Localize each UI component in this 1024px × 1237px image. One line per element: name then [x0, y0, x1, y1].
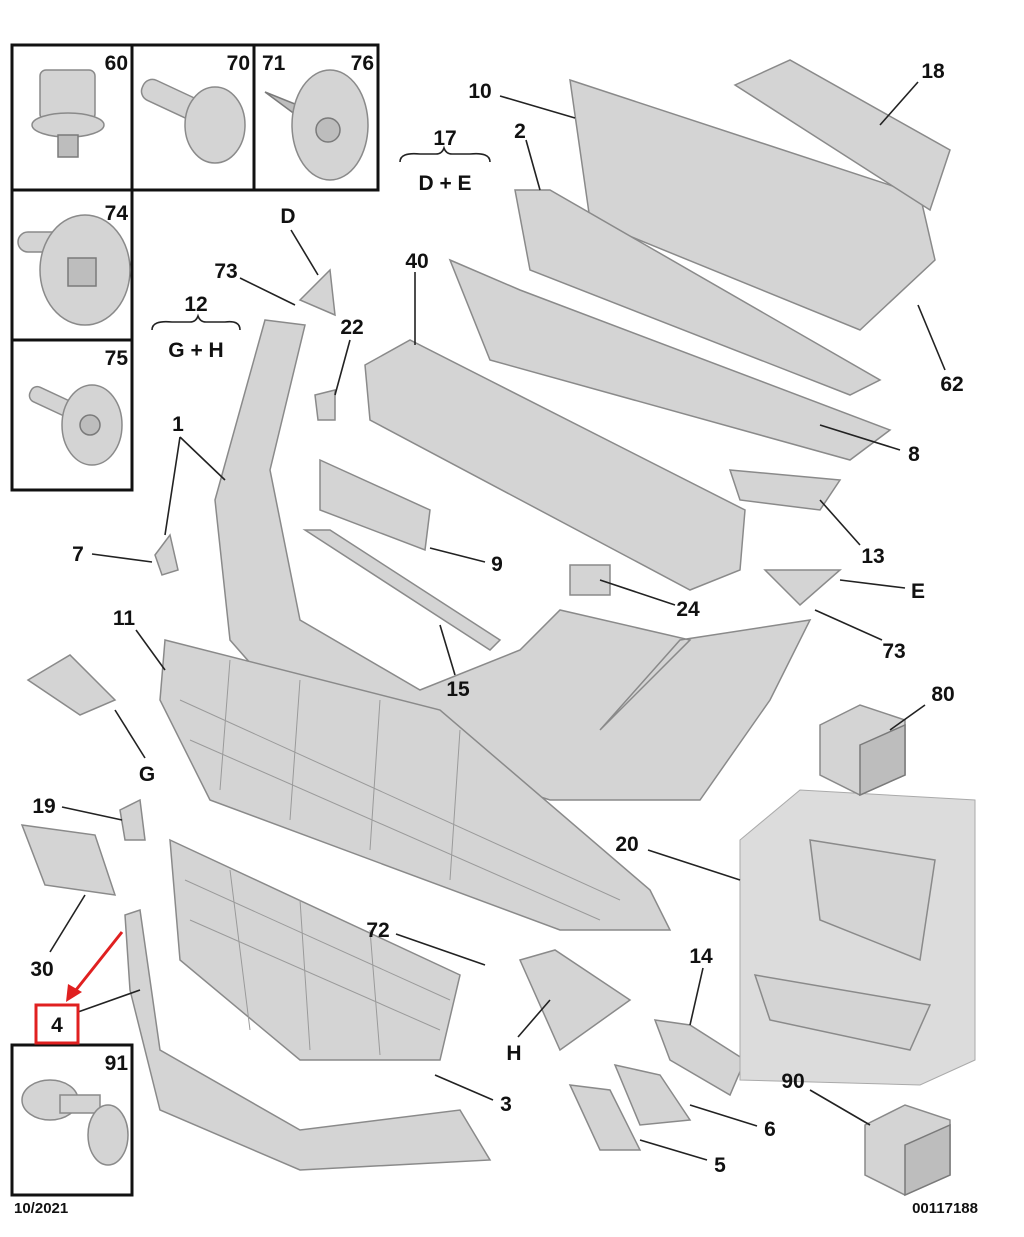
callout-D: D	[280, 205, 295, 228]
callout-5: 5	[714, 1154, 726, 1177]
callout-15: 15	[446, 678, 470, 701]
package-80	[819, 704, 906, 797]
upper-carrier-10	[569, 78, 936, 331]
group-17-number: 17	[433, 127, 456, 150]
grille-insert-6	[613, 1063, 692, 1126]
group-17-members: D + E	[418, 172, 471, 195]
label-71: 71	[262, 52, 286, 75]
red-arrow	[70, 931, 124, 996]
grille-trim-2	[514, 189, 882, 396]
callout-62: 62	[940, 373, 963, 396]
callout-14: 14	[689, 945, 713, 968]
footer-date: 10/2021	[14, 1200, 68, 1217]
grille-surround-4	[124, 909, 492, 1171]
screw-washer-71-76-picture	[264, 69, 369, 181]
callout-22: 22	[340, 316, 363, 339]
trim-5	[568, 1084, 642, 1151]
insert-14	[653, 1019, 746, 1097]
callout-E: E	[911, 580, 925, 603]
callout-18: 18	[921, 60, 945, 83]
deflector-18	[733, 59, 951, 212]
guide-G	[26, 654, 117, 716]
highlight-box-4	[34, 1003, 80, 1045]
callout-24: 24	[676, 598, 700, 621]
sensor-bracket-24	[569, 564, 611, 596]
brace-12	[151, 313, 241, 331]
callout-73b: 73	[882, 640, 905, 663]
label-74: 74	[105, 202, 129, 225]
footer-reference: 00117188	[912, 1200, 978, 1217]
bolt-75-picture	[28, 384, 123, 466]
clip-22	[314, 389, 336, 421]
package-90	[864, 1104, 951, 1197]
fastener-pictures	[17, 69, 369, 1166]
guide-H	[518, 949, 632, 1052]
bolt-70-picture	[140, 78, 246, 164]
bracket-E	[763, 569, 842, 607]
callout-G: G	[139, 763, 155, 786]
label-91: 91	[105, 1052, 129, 1075]
callout-80: 80	[931, 683, 954, 706]
bracket-13	[728, 469, 842, 511]
callout-9: 9	[491, 553, 503, 576]
group-12-number: 12	[184, 293, 207, 316]
callout-40: 40	[405, 250, 428, 273]
beam-40	[364, 339, 746, 591]
callout-13: 13	[861, 545, 884, 568]
label-75: 75	[105, 347, 129, 370]
grille-3	[169, 838, 461, 1061]
label-60: 60	[105, 52, 128, 75]
callout-4: 4	[51, 1014, 63, 1037]
bracket-D	[298, 268, 336, 317]
labels: 60 70 71 76 74 75 91 17 D + E 12 G + H 1…	[14, 52, 978, 1217]
callout-H: H	[506, 1042, 521, 1065]
reflector-7	[154, 533, 179, 576]
callout-10: 10	[468, 80, 491, 103]
label-76: 76	[351, 52, 374, 75]
callout-73a: 73	[214, 260, 237, 283]
brace-17	[399, 145, 491, 163]
callout-1: 1	[172, 413, 184, 436]
red-arrow-head	[66, 984, 82, 1002]
bolt-74-picture	[17, 214, 131, 326]
callout-3: 3	[500, 1093, 512, 1116]
callout-90: 90	[781, 1070, 804, 1093]
callout-7: 7	[72, 543, 84, 566]
clip-60-picture	[31, 69, 105, 158]
lower-grille-11	[159, 639, 672, 931]
strip-15	[302, 529, 502, 651]
callout-6: 6	[764, 1118, 776, 1141]
callout-72: 72	[366, 919, 389, 942]
kit-box-20	[739, 789, 976, 1086]
absorber-8	[448, 258, 892, 461]
cover-30	[20, 824, 117, 896]
label-70: 70	[227, 52, 250, 75]
clip-19	[119, 798, 146, 841]
callout-19: 19	[32, 795, 55, 818]
rivet-91-picture	[21, 1079, 129, 1166]
callout-2: 2	[514, 120, 526, 143]
group-12-members: G + H	[168, 339, 223, 362]
callout-11: 11	[113, 607, 136, 630]
callout-8: 8	[908, 443, 920, 466]
main-parts	[20, 59, 976, 1197]
callout-20: 20	[615, 833, 638, 856]
leader-lines	[34, 81, 946, 1161]
callout-30: 30	[30, 958, 53, 981]
reinforcement-9	[319, 458, 431, 552]
